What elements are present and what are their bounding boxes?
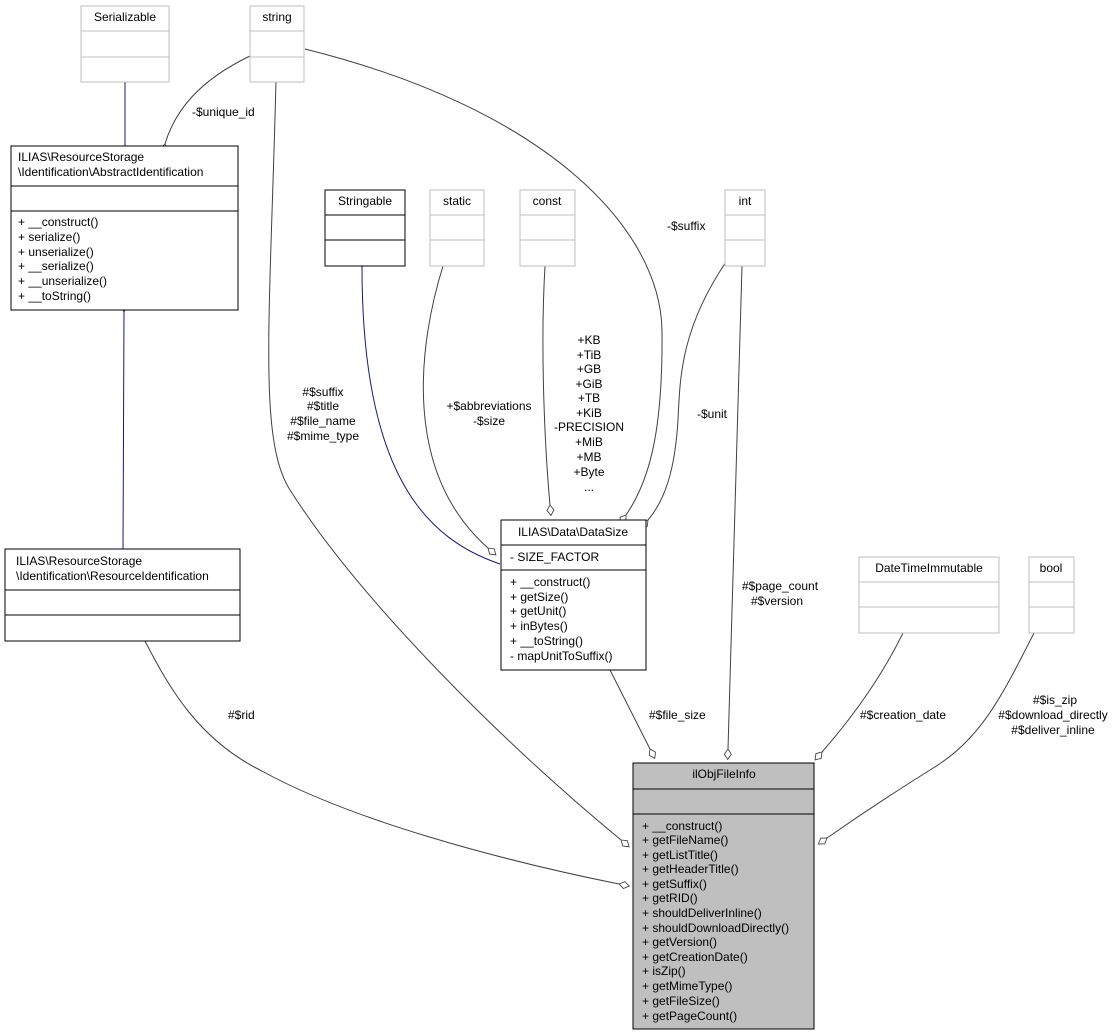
method: + getHeaderTitle() bbox=[642, 862, 739, 876]
label-const-8: +MB bbox=[576, 450, 601, 464]
edge-suffix-top bbox=[304, 48, 663, 525]
class-name: DateTimeImmutable bbox=[875, 561, 983, 575]
class-name-line2: \Identification\ResourceIdentification bbox=[16, 569, 209, 583]
method: + getMimeType() bbox=[642, 979, 732, 993]
method: + shouldDownloadDirectly() bbox=[642, 921, 789, 935]
edge-datasize-to-stringable bbox=[357, 256, 501, 565]
class-stringable[interactable]: Stringable bbox=[324, 189, 406, 267]
edge-file-size bbox=[609, 669, 656, 760]
label-const-1: +TiB bbox=[577, 348, 602, 362]
class-name: Stringable bbox=[338, 194, 392, 208]
edge-const-to-datasize bbox=[542, 265, 555, 517]
label-const-3: +GiB bbox=[575, 377, 602, 391]
label-suffix-top: -$suffix bbox=[667, 219, 705, 233]
method: + getVersion() bbox=[642, 935, 717, 949]
class-bool[interactable]: bool bbox=[1028, 556, 1075, 634]
method: + isZip() bbox=[642, 964, 686, 978]
label-unique-id: -$unique_id bbox=[192, 105, 255, 119]
method: + __construct() bbox=[18, 215, 98, 229]
method: - mapUnitToSuffix() bbox=[510, 649, 612, 663]
method: + __construct() bbox=[510, 575, 590, 589]
class-resource-identification[interactable]: ILIAS\ResourceStorage \Identification\Re… bbox=[4, 548, 241, 642]
label-abbreviations-0: +$abbreviations bbox=[446, 399, 531, 413]
label-const-7: +MiB bbox=[575, 435, 603, 449]
class-static[interactable]: static bbox=[429, 189, 485, 267]
method: + getFileName() bbox=[642, 833, 728, 847]
edge-page-count bbox=[723, 265, 743, 761]
class-name: ilObjFileInfo bbox=[692, 767, 756, 781]
label-bool-1: #$download_directly bbox=[998, 708, 1107, 722]
class-name: int bbox=[739, 194, 752, 208]
label-const-10: ... bbox=[584, 480, 594, 494]
method: + __construct() bbox=[642, 819, 722, 833]
edge-string-to-info bbox=[268, 80, 630, 848]
method: + getUnit() bbox=[510, 604, 566, 618]
label-creation-date: #$creation_date bbox=[860, 708, 946, 722]
method: + __toString() bbox=[510, 634, 583, 648]
edge-creation-date bbox=[814, 632, 904, 761]
label-string-info-1: #$title bbox=[307, 399, 339, 413]
class-int[interactable]: int bbox=[724, 189, 766, 267]
label-const-2: +GB bbox=[577, 362, 601, 376]
class-name-line1: ILIAS\ResourceStorage bbox=[16, 554, 142, 568]
label-const-0: +KB bbox=[577, 333, 600, 347]
edge-bool-attrs bbox=[817, 632, 1035, 845]
class-name: Serializable bbox=[94, 10, 156, 24]
label-const-5: +KiB bbox=[576, 406, 602, 420]
edge-resource-to-abstract bbox=[119, 301, 129, 550]
class-name: const bbox=[533, 194, 562, 208]
method: + __serialize() bbox=[18, 259, 94, 273]
edge-static-to-datasize bbox=[422, 265, 497, 556]
class-datetime-immutable[interactable]: DateTimeImmutable bbox=[858, 556, 1000, 634]
method: + getListTitle() bbox=[642, 848, 718, 862]
method: + inBytes() bbox=[510, 619, 568, 633]
label-string-info-3: #$mime_type bbox=[287, 429, 359, 443]
class-name: static bbox=[443, 194, 471, 208]
method: + getSuffix() bbox=[642, 877, 707, 891]
method: + getCreationDate() bbox=[642, 950, 748, 964]
class-const[interactable]: const bbox=[519, 189, 576, 267]
label-string-info-0: #$suffix bbox=[302, 385, 343, 399]
label-const-9: +Byte bbox=[573, 465, 604, 479]
class-data-size[interactable]: ILIAS\Data\DataSize - SIZE_FACTOR + __co… bbox=[500, 519, 647, 671]
label-abbreviations-1: -$size bbox=[473, 414, 505, 428]
method: + shouldDeliverInline() bbox=[642, 906, 762, 920]
class-abstract-identification[interactable]: ILIAS\ResourceStorage \Identification\Ab… bbox=[10, 145, 239, 311]
label-const-6: -PRECISION bbox=[554, 420, 624, 434]
edge-rid bbox=[144, 640, 631, 889]
class-il-obj-file-info[interactable]: ilObjFileInfo + __construct() + getFileN… bbox=[632, 762, 815, 1030]
label-const-4: +TB bbox=[578, 391, 600, 405]
attribute: - SIZE_FACTOR bbox=[510, 550, 599, 564]
method: + getPageCount() bbox=[642, 1009, 737, 1023]
class-name-line2: \Identification\AbstractIdentification bbox=[18, 165, 203, 179]
class-name: bool bbox=[1040, 561, 1063, 575]
label-page-count-1: #$version bbox=[751, 594, 803, 608]
method: + serialize() bbox=[18, 230, 80, 244]
label-unit: -$unit bbox=[697, 407, 728, 421]
edge-int-to-datasize bbox=[640, 261, 727, 529]
method: + unserialize() bbox=[18, 245, 94, 259]
label-rid: #$rid bbox=[228, 708, 255, 722]
label-file-size: #$file_size bbox=[649, 708, 706, 722]
class-serializable[interactable]: Serializable bbox=[80, 5, 170, 83]
class-name: string bbox=[262, 10, 291, 24]
label-page-count-0: #$page_count bbox=[742, 579, 819, 593]
label-string-info-2: #$file_name bbox=[290, 414, 356, 428]
label-bool-2: #$deliver_inline bbox=[1011, 723, 1095, 737]
method: + __unserialize() bbox=[18, 274, 107, 288]
method: + getFileSize() bbox=[642, 994, 720, 1008]
label-bool-0: #$is_zip bbox=[1033, 693, 1077, 707]
class-name-line1: ILIAS\ResourceStorage bbox=[18, 150, 144, 164]
method: + __toString() bbox=[18, 289, 91, 303]
method: + getSize() bbox=[510, 590, 568, 604]
class-name: ILIAS\Data\DataSize bbox=[518, 525, 628, 539]
method: + getRID() bbox=[642, 891, 698, 905]
class-string[interactable]: string bbox=[249, 5, 305, 83]
edge-unique-id bbox=[159, 55, 251, 155]
